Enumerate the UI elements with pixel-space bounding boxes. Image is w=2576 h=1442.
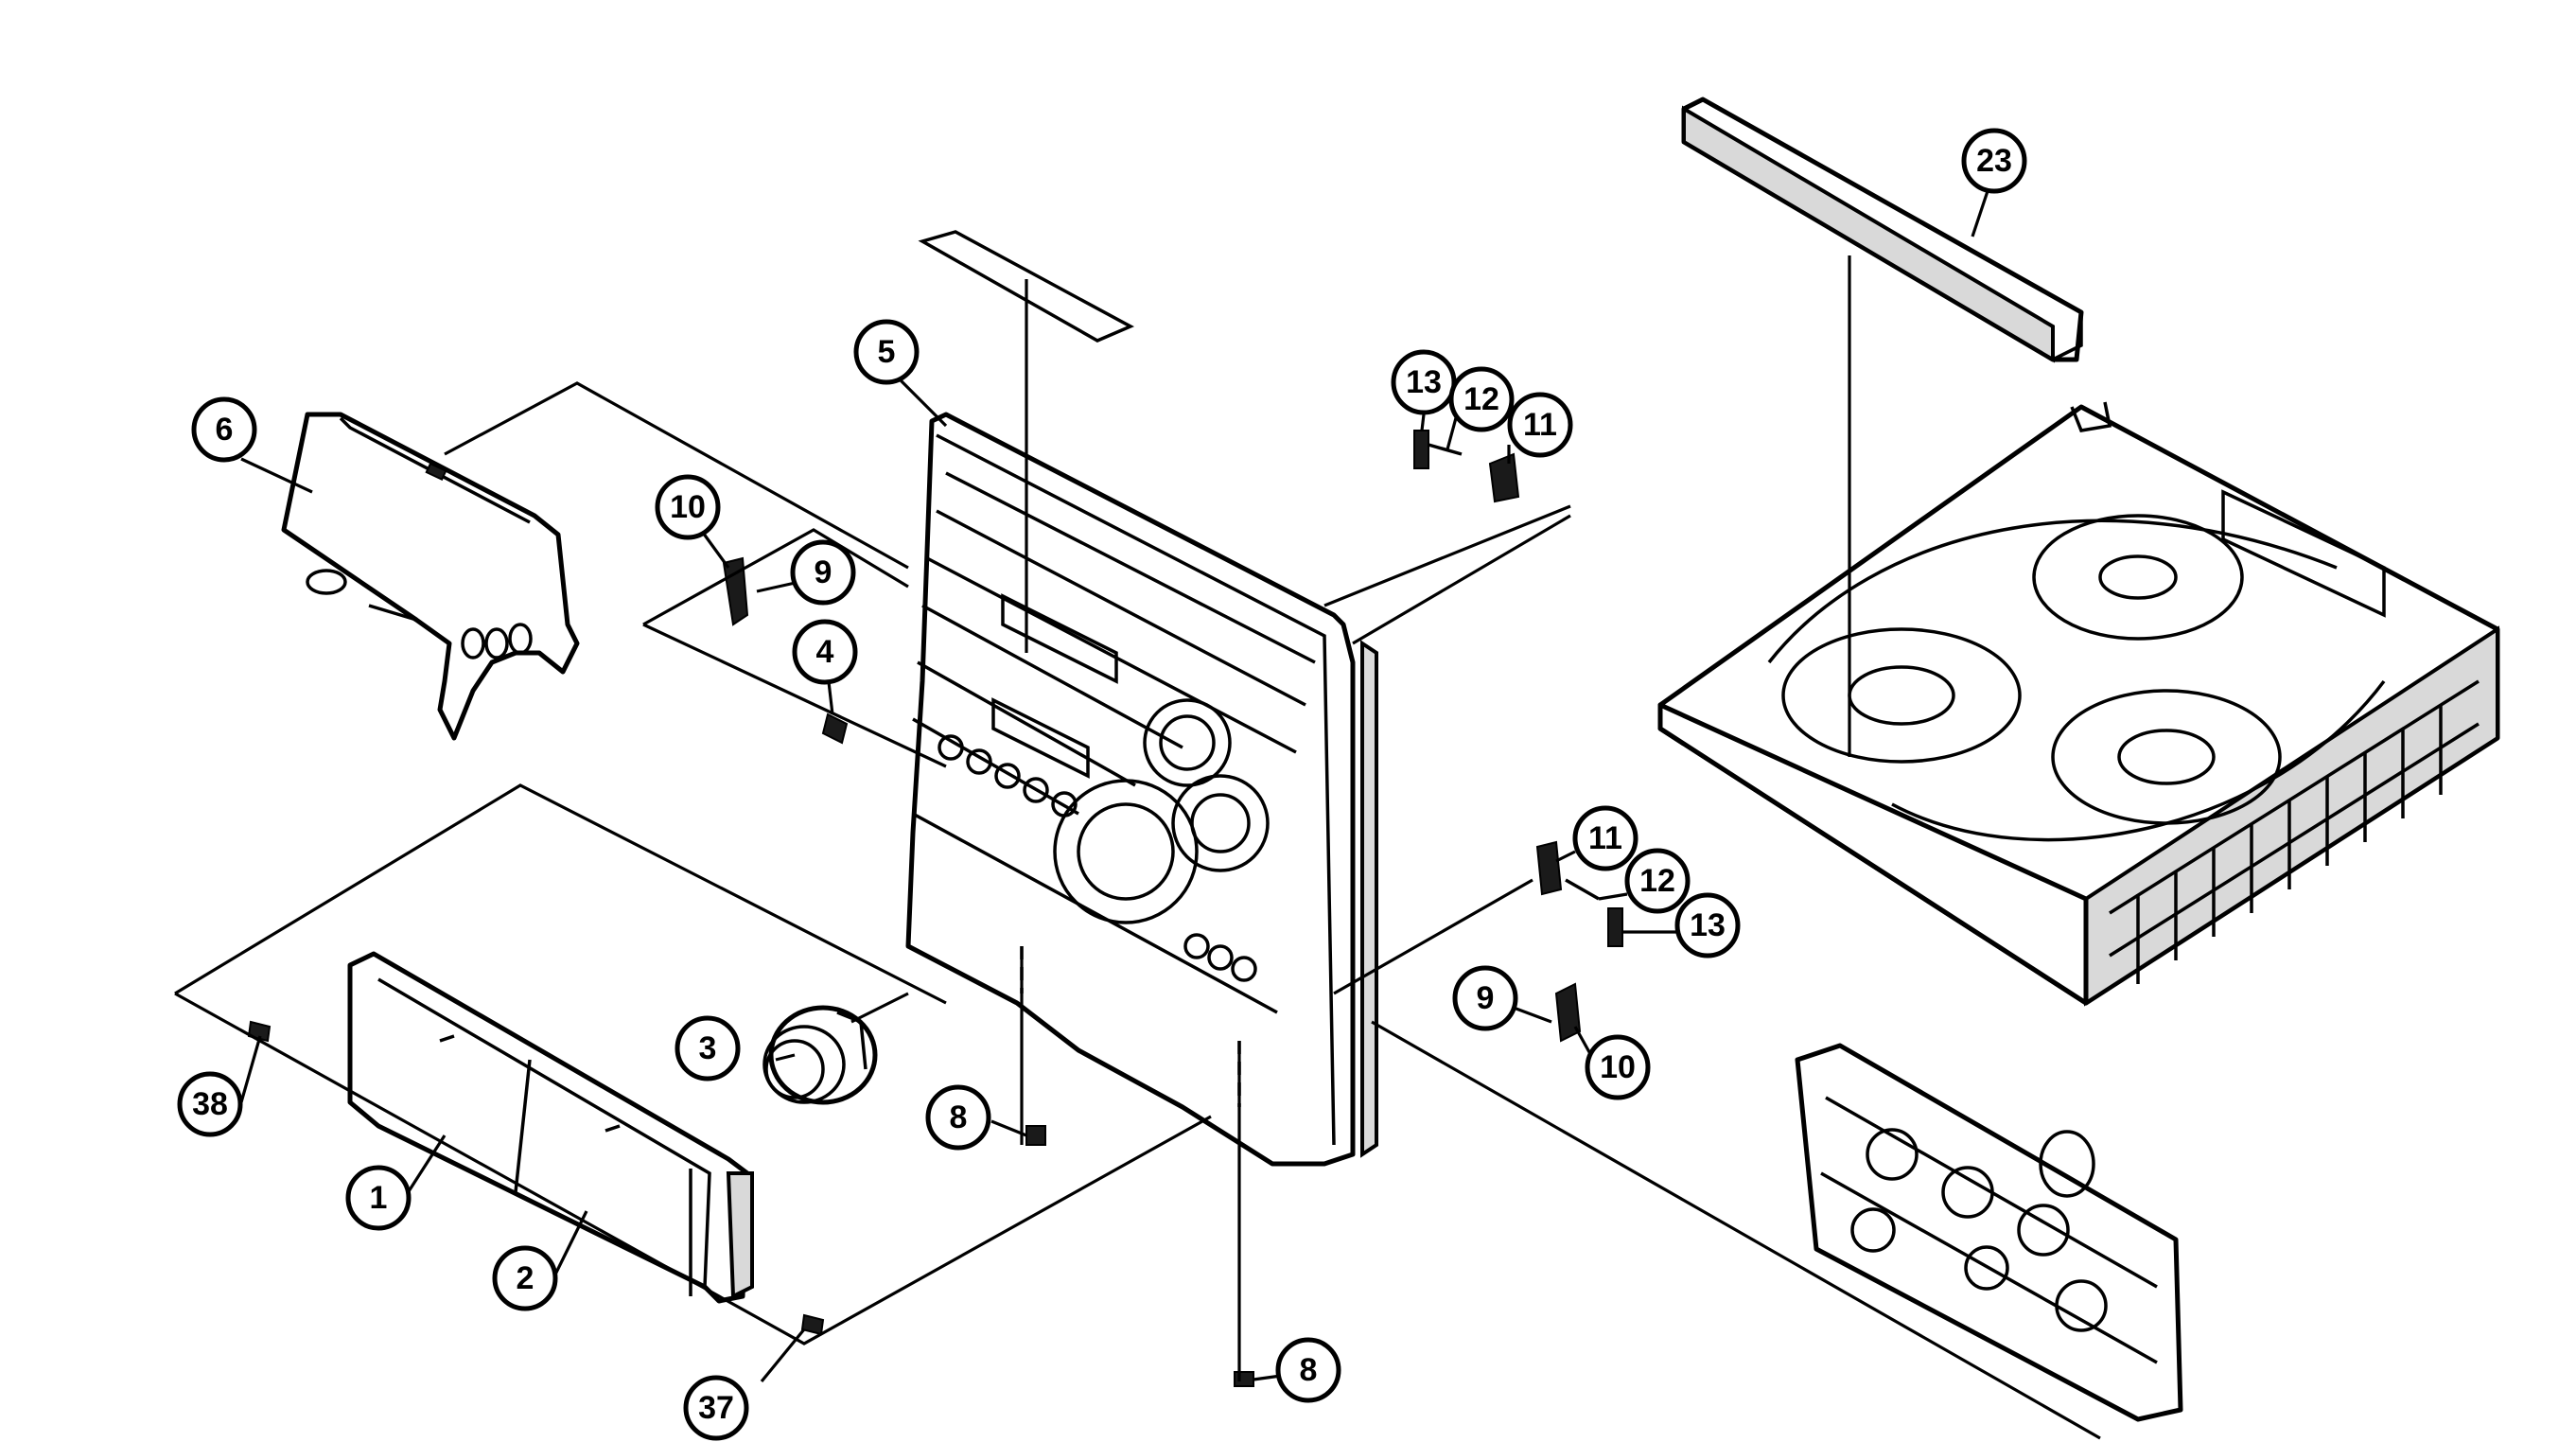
callout-37: 37 — [683, 1375, 749, 1441]
callout-2: 2 — [492, 1245, 558, 1311]
callout-9-lower-label: 9 — [1477, 980, 1495, 1016]
callout-12-upper-label: 12 — [1463, 381, 1499, 417]
part-1-2-cassette-doors — [347, 951, 754, 1304]
callout-12-upper: 12 — [1448, 366, 1515, 432]
part-5-front-panel — [905, 412, 1378, 1167]
changer-front-grille — [2109, 679, 2480, 984]
callout-8-upper-label: 8 — [950, 1099, 968, 1135]
callout-38-label: 38 — [192, 1086, 228, 1122]
callout-2-label: 2 — [517, 1260, 534, 1296]
callout-38: 38 — [177, 1071, 243, 1137]
callout-9-upper: 9 — [790, 539, 856, 606]
part-6-side-panel — [281, 412, 580, 741]
callout-1: 1 — [345, 1165, 412, 1231]
callout-9-upper-label: 9 — [815, 554, 832, 590]
callout-8-lower: 8 — [1275, 1337, 1341, 1403]
callout-5-label: 5 — [878, 334, 896, 370]
callout-11-upper-label: 11 — [1523, 407, 1557, 443]
callout-13-upper-label: 13 — [1406, 364, 1442, 400]
cassette-mechanism — [1795, 1043, 2183, 1422]
callout-23-label: 23 — [1976, 143, 2012, 179]
assembly-guide-lines — [174, 255, 2101, 1440]
small-parts — [247, 430, 1623, 1387]
part-23-top-rail — [1681, 97, 2084, 363]
cd-changer-mechanism — [1657, 401, 2500, 1007]
callout-4: 4 — [792, 619, 858, 685]
part-3-knob — [762, 1005, 878, 1105]
callout-37-label: 37 — [698, 1390, 734, 1426]
callout-13-upper: 13 — [1391, 349, 1457, 415]
callout-3: 3 — [675, 1015, 741, 1082]
callout-12-lower: 12 — [1624, 848, 1691, 914]
callout-10-lower-label: 10 — [1600, 1049, 1636, 1085]
callout-4-label: 4 — [816, 634, 834, 670]
callout-9-lower: 9 — [1452, 965, 1518, 1031]
callout-5: 5 — [853, 319, 920, 385]
callout-6-label: 6 — [216, 412, 234, 448]
callout-13-lower: 13 — [1674, 892, 1741, 958]
callout-23: 23 — [1961, 128, 2027, 194]
callout-8-upper: 8 — [925, 1084, 991, 1151]
callout-3-label: 3 — [699, 1030, 717, 1066]
callout-11-lower: 11 — [1572, 805, 1638, 871]
display-window-strip — [918, 230, 1135, 343]
callout-10-lower: 10 — [1585, 1034, 1651, 1100]
callout-10-upper-label: 10 — [670, 489, 706, 525]
callout-12-lower-label: 12 — [1639, 863, 1675, 899]
callout-11-lower-label: 11 — [1588, 820, 1622, 856]
callout-1-label: 1 — [370, 1180, 388, 1216]
callout-10-upper: 10 — [655, 474, 721, 540]
callout-13-lower-label: 13 — [1690, 907, 1726, 943]
callout-8-lower-label: 8 — [1300, 1352, 1318, 1388]
callout-6: 6 — [191, 396, 257, 463]
callout-11-upper: 11 — [1507, 392, 1573, 458]
